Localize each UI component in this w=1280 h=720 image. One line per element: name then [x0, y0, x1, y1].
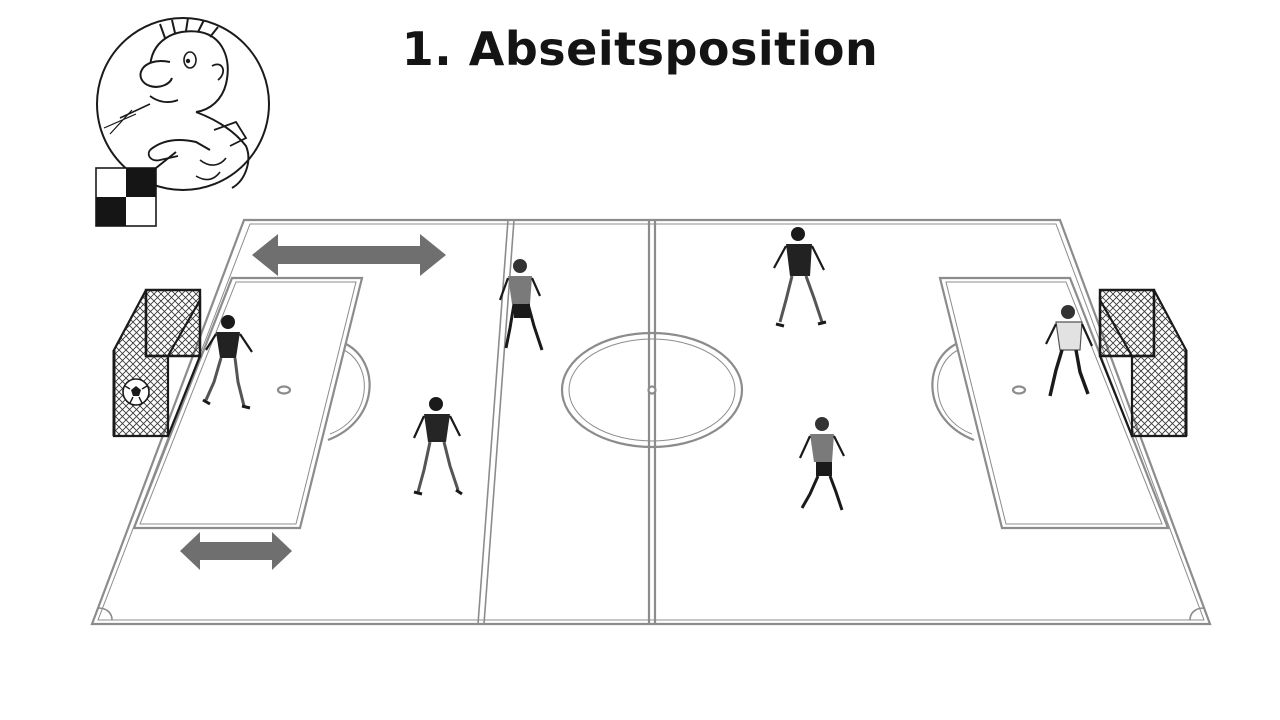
checkered-flag-icon — [95, 151, 177, 227]
player-attacker-left — [202, 315, 253, 410]
page-title: 1. Abseitsposition — [401, 22, 879, 76]
double-arrow-icon — [180, 234, 446, 570]
player-grey-right-half — [798, 417, 845, 511]
left-goal-net-icon — [112, 288, 202, 438]
referee-mascot-icon — [96, 17, 270, 191]
right-goal-net-icon — [1098, 288, 1188, 438]
player-midfield-grey — [498, 259, 544, 351]
football-pitch — [90, 218, 1212, 626]
football-icon — [122, 378, 150, 406]
player-goalkeeper-right — [1045, 305, 1094, 397]
player-defender-left — [412, 397, 463, 496]
player-dark-right-half — [773, 227, 827, 328]
